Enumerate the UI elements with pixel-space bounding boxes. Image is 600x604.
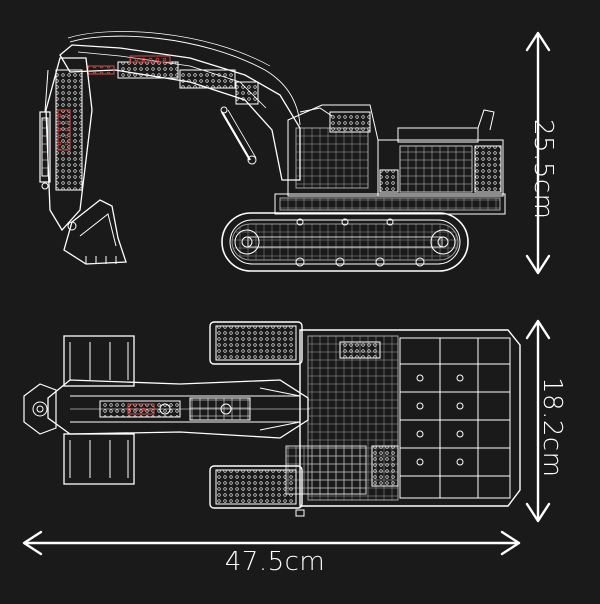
side-arm: [39, 57, 93, 232]
length-arrow: [22, 530, 521, 556]
top-track-upper: [209, 321, 303, 365]
height-arrow: [525, 31, 551, 275]
side-view: [39, 31, 506, 272]
top-view: [23, 321, 521, 517]
side-track: [221, 212, 469, 272]
side-bucket: [63, 199, 127, 265]
height-label: 25.5cm: [528, 119, 558, 220]
side-chassis: [274, 193, 506, 215]
side-boom: [59, 31, 301, 181]
side-engine: [377, 109, 504, 197]
width-arrow: [525, 319, 551, 523]
top-bucket: [23, 335, 135, 485]
dimension-arrows: [22, 31, 551, 556]
side-cab: [287, 104, 379, 197]
top-boom: [47, 379, 310, 439]
length-label: 47.5cm: [224, 547, 326, 577]
top-track-lower: [209, 465, 303, 509]
top-body: [285, 329, 521, 517]
width-label: 18.2cm: [537, 377, 567, 478]
